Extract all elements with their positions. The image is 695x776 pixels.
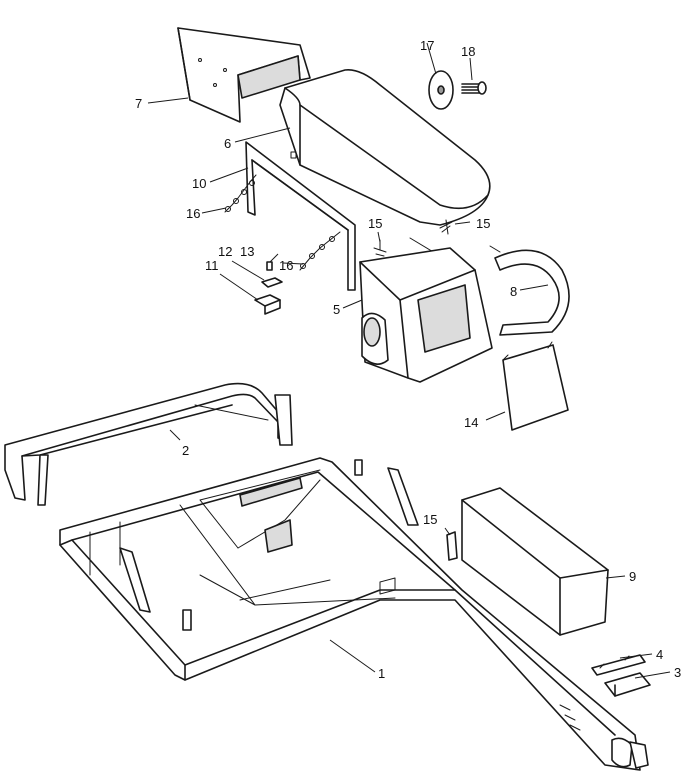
part-10-panel — [245, 141, 356, 291]
part-1-chassis — [59, 457, 649, 771]
callout-5: 5 — [333, 302, 340, 317]
part-4-bracket — [591, 654, 646, 676]
part-3-bracket — [604, 672, 651, 697]
callout-1: 1 — [378, 666, 385, 681]
part-6-housing — [279, 68, 491, 226]
callout-13: 13 — [240, 244, 254, 259]
callout-16-lower: 16 — [279, 258, 293, 273]
callout-14: 14 — [464, 415, 478, 430]
callout-12: 12 — [218, 244, 232, 259]
callout-6: 6 — [224, 136, 231, 151]
part-5-blower-housing — [359, 247, 493, 383]
callout-17: 17 — [420, 38, 434, 53]
callout-8: 8 — [510, 284, 517, 299]
callout-10: 10 — [192, 176, 206, 191]
callout-11: 11 — [205, 258, 219, 273]
callout-3: 3 — [674, 665, 681, 680]
part-2-top-frame — [4, 382, 293, 506]
part-17-disc — [428, 70, 454, 110]
part-15-bracket-lower — [446, 531, 458, 561]
part-9-box — [461, 487, 609, 636]
callout-15-lower: 15 — [423, 512, 437, 527]
part-8-band — [494, 249, 570, 336]
callout-4: 4 — [656, 647, 663, 662]
part-11-bracket — [254, 294, 281, 315]
callout-16-upper: 16 — [186, 206, 200, 221]
part-15-fastener-upper-right — [439, 219, 453, 235]
callout-2: 2 — [182, 443, 189, 458]
part-16-chain-lower — [299, 231, 341, 271]
part-18-spring — [461, 81, 487, 95]
part-16-chain-upper — [224, 174, 257, 213]
part-7-hood — [177, 27, 311, 123]
part-12-clip — [261, 277, 283, 288]
callout-7: 7 — [135, 96, 142, 111]
callout-9: 9 — [629, 569, 636, 584]
part-15-fastener-upper-left — [373, 239, 387, 257]
callouts: 7 6 10 16 16 13 12 11 15 15 5 8 14 17 18… — [135, 38, 681, 681]
part-14-plate — [502, 341, 569, 431]
callout-15-upper-right: 15 — [476, 216, 490, 231]
leader-lines — [147, 42, 671, 679]
part-13-pin — [266, 261, 273, 271]
callout-15-upper-left: 15 — [368, 216, 382, 231]
callout-18: 18 — [461, 44, 475, 59]
